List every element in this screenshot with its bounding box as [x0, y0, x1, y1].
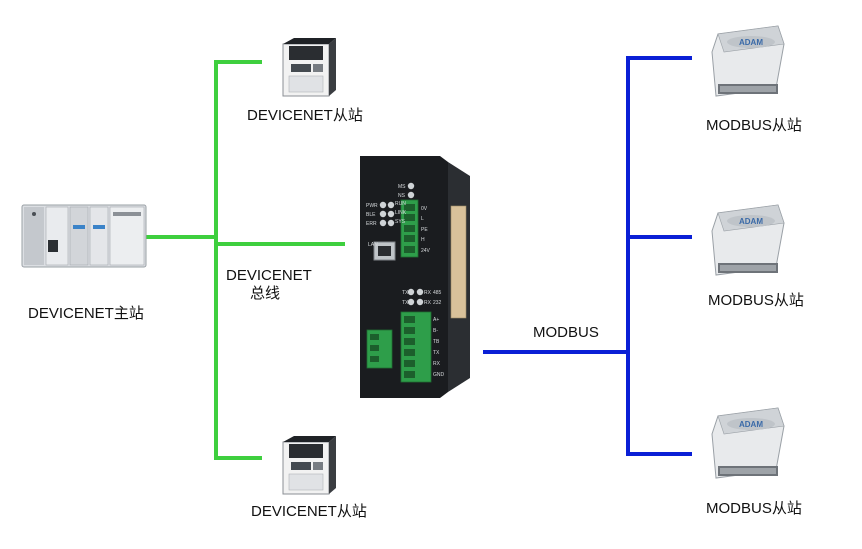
adam-logo: ADAM — [739, 420, 763, 429]
gateway-left-terminal-block — [366, 329, 393, 369]
gateway-status-leds — [379, 182, 424, 306]
gateway-terminal-label-b-minus: B- — [433, 328, 438, 334]
gateway-top-terminal-block — [400, 199, 419, 258]
gateway-lan-label: LAN — [368, 242, 378, 248]
devicenet-master-plc — [21, 204, 147, 268]
gateway-led-label-run: RUN — [395, 201, 406, 207]
gateway-terminal-label-a-plus: A+ — [433, 317, 439, 323]
devicenet-slave-top-device — [282, 38, 336, 97]
gateway-bottom-terminal-block — [400, 311, 432, 383]
gateway-led-label-ble: BLE — [366, 212, 376, 218]
modbus-slave-3-label: MODBUS从站 — [706, 500, 802, 517]
gateway-led-label-link: LINK — [395, 210, 407, 216]
modbus-slave-2-label: MODBUS从站 — [708, 292, 804, 309]
devicenet-bus-label-line1: DEVICENET — [226, 267, 312, 284]
gateway-terminal-label-gnd: GND — [433, 372, 445, 378]
gateway-terminal-label-pe: PE — [421, 227, 428, 233]
gateway-serial-label-232: 232 — [433, 300, 442, 306]
gateway-serial-label-rx-1: RX — [424, 290, 432, 296]
devicenet-bus-lines — [146, 60, 345, 460]
gateway-serial-label-485: 485 — [433, 290, 442, 296]
gateway-terminal-label-0v: 0V — [421, 206, 428, 212]
modbus-bus-label: MODBUS — [533, 324, 599, 341]
gateway-terminal-label-tb: TB — [433, 339, 440, 345]
gateway-led-label-pwr: PWR — [366, 203, 378, 209]
gateway-serial-label-rx-2: RX — [424, 300, 432, 306]
gateway-device: MS NS PWR BLE ERR RUN LINK SYS LAN 0V L … — [360, 156, 470, 398]
modbus-bus-lines — [483, 56, 692, 456]
modbus-slave-3-device: ADAM — [711, 407, 785, 479]
gateway-led-label-ns: NS — [398, 193, 406, 199]
gateway-terminal-label-24v: 24V — [421, 248, 431, 254]
adam-logo: ADAM — [739, 217, 763, 226]
devicenet-bus-label-line2: 总线 — [250, 285, 281, 302]
gateway-led-label-sys: SYS — [395, 219, 406, 225]
modbus-slave-1-device: ADAM — [711, 25, 785, 97]
devicenet-slave-bottom-device — [282, 436, 336, 495]
gateway-terminal-label-l: L — [421, 216, 424, 222]
devicenet-slave-top-label: DEVICENET从站 — [247, 107, 363, 124]
gateway-led-label-err: ERR — [366, 221, 377, 227]
devicenet-slave-bottom-label: DEVICENET从站 — [251, 503, 367, 520]
modbus-slave-1-label: MODBUS从站 — [706, 117, 802, 134]
gateway-serial-label-tx-2: TX — [402, 300, 409, 306]
devicenet-master-label: DEVICENET主站 — [28, 305, 144, 322]
gateway-terminal-label-tx: TX — [433, 350, 440, 356]
gateway-terminal-label-h: H — [421, 237, 425, 243]
gateway-terminal-label-rx: RX — [433, 361, 441, 367]
gateway-serial-label-tx-1: TX — [402, 290, 409, 296]
adam-logo: ADAM — [739, 38, 763, 47]
gateway-led-label-ms: MS — [398, 184, 406, 190]
modbus-slave-2-device: ADAM — [711, 204, 785, 276]
gateway-lan-port — [373, 241, 396, 261]
